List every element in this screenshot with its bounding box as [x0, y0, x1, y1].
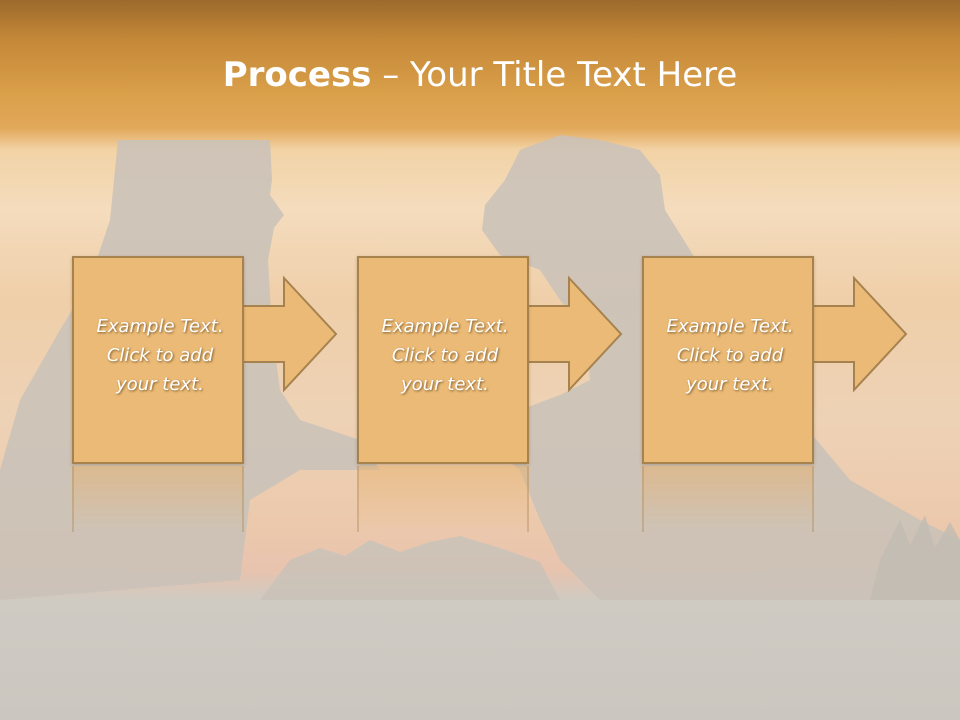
slide-title[interactable]: Process – Your Title Text Here — [0, 52, 960, 98]
step-box-3[interactable]: Example Text. Click to add your text. — [642, 256, 814, 464]
grass-silhouette — [260, 536, 560, 600]
step-reflection-2 — [357, 466, 529, 532]
step-text-1[interactable]: Example Text. Click to add your text. — [96, 316, 224, 395]
process-step-2: Example Text. Click to add your text. — [357, 256, 697, 556]
step-reflection-1 — [72, 466, 244, 532]
title-bold: Process — [222, 55, 372, 95]
title-rest: – Your Title Text Here — [371, 55, 738, 95]
step-reflection-3 — [642, 466, 814, 532]
right-grass-silhouette — [870, 515, 960, 600]
step-box-1[interactable]: Example Text. Click to add your text. — [72, 256, 244, 464]
step-box-2[interactable]: Example Text. Click to add your text. — [357, 256, 529, 464]
process-step-1: Example Text. Click to add your text. — [72, 256, 412, 556]
process-step-3: Example Text. Click to add your text. — [642, 256, 960, 556]
step-text-3[interactable]: Example Text. Click to add your text. — [666, 316, 794, 395]
step-text-2[interactable]: Example Text. Click to add your text. — [381, 316, 509, 395]
